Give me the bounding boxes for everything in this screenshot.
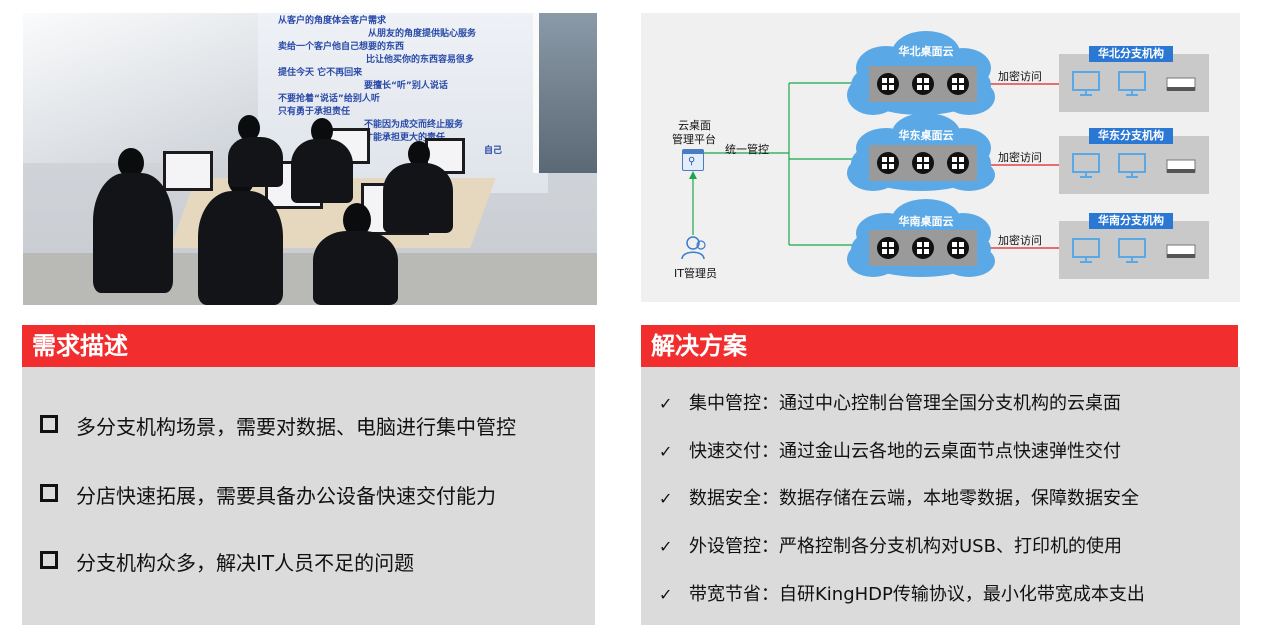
it-admin-label: IT管理员 xyxy=(674,267,717,280)
platform-label-line1: 云桌面 xyxy=(678,119,711,132)
photo-person xyxy=(383,163,453,233)
wall-slogan: 从客户的角度体会客户需求 xyxy=(278,16,387,26)
windows-icon xyxy=(947,237,969,259)
branch-devices xyxy=(1072,153,1196,178)
photo-person xyxy=(291,139,353,203)
needs-header: 需求描述 xyxy=(22,325,595,367)
vm-group-south xyxy=(869,230,977,266)
needs-panel: 多分支机构场景，需要对数据、电脑进行集中管控 分店快速拓展，需要具备办公设备快速… xyxy=(22,367,595,625)
cloud-label-north: 华北桌面云 xyxy=(898,45,954,58)
windows-icon xyxy=(877,73,899,95)
branch-label: 华东分支机构 xyxy=(1089,128,1173,144)
management-platform-icon: ⚲ xyxy=(682,149,704,171)
cloud-label-east: 华东桌面云 xyxy=(898,129,954,142)
solution-item: ✓ 快速交付：通过金山云各地的云桌面节点快速弹性交付 xyxy=(659,437,1121,463)
encrypted-access-label: 加密访问 xyxy=(998,151,1042,164)
photo-person xyxy=(313,231,398,305)
need-item: 分店快速拓展，需要具备办公设备快速交付能力 xyxy=(40,480,496,509)
branch-east: 华东分支机构 xyxy=(1059,128,1209,194)
photo-ceiling xyxy=(23,13,258,163)
solution-item: ✓ 外设管控：严格控制各分支机构对USB、打印机的使用 xyxy=(659,532,1122,558)
branch-devices xyxy=(1072,238,1196,263)
solution-item: ✓ 数据安全：数据存储在云端，本地零数据，保障数据安全 xyxy=(659,484,1139,510)
photo-person xyxy=(198,191,283,305)
windows-icon xyxy=(912,73,934,95)
windows-icon xyxy=(912,152,934,174)
vm-group-north xyxy=(869,66,977,102)
windows-icon xyxy=(912,237,934,259)
wall-slogan: 自己 xyxy=(484,146,503,156)
photo-person-head xyxy=(238,115,260,141)
solution-item-text: 数据安全：数据存储在云端，本地零数据，保障数据安全 xyxy=(689,488,1139,509)
solution-panel: ✓ 集中管控：通过中心控制台管理全国分支机构的云桌面 ✓ 快速交付：通过金山云各地的… xyxy=(641,367,1240,625)
square-bullet-icon xyxy=(40,415,58,433)
need-item: 多分支机构场景，需要对数据、电脑进行集中管控 xyxy=(40,411,516,440)
branch-label: 华北分支机构 xyxy=(1089,46,1173,62)
need-item: 分支机构众多，解决IT人员不足的问题 xyxy=(40,547,414,576)
office-photo: 从客户的角度体会客户需求 从朋友的角度提供贴心服务 卖给一个客户他自己想要的东西… xyxy=(23,13,597,305)
photo-person-head xyxy=(311,118,333,144)
checkmark-icon: ✓ xyxy=(659,537,673,556)
solution-header: 解决方案 xyxy=(641,325,1238,367)
wall-slogan: 不要抢着“说话”给别人听 xyxy=(278,94,380,104)
checkmark-icon: ✓ xyxy=(659,585,673,604)
windows-icon xyxy=(877,237,899,259)
wall-slogan: 只有勇于承担责任 xyxy=(278,107,351,117)
branch-label: 华南分支机构 xyxy=(1089,213,1173,229)
square-bullet-icon xyxy=(40,551,58,569)
solution-item-text: 带宽节省：自研KingHDP传输协议，最小化带宽成本支出 xyxy=(689,584,1145,605)
photo-person-head xyxy=(408,141,430,167)
wall-slogan: 从朋友的角度提供贴心服务 xyxy=(368,29,477,39)
platform-label-line2: 管理平台 xyxy=(672,133,716,146)
wall-slogans: 从客户的角度体会客户需求 从朋友的角度提供贴心服务 卖给一个客户他自己想要的东西… xyxy=(278,15,528,158)
solution-item-text: 快速交付：通过金山云各地的云桌面节点快速弹性交付 xyxy=(689,441,1121,462)
solution-item: ✓ 集中管控：通过中心控制台管理全国分支机构的云桌面 xyxy=(659,389,1121,415)
windows-icon xyxy=(877,152,899,174)
branch-north: 华北分支机构 xyxy=(1059,46,1209,112)
wall-slogan: 提住今天 它不再回来 xyxy=(278,68,363,78)
wall-slogan: 不能因为成交而终止服务 xyxy=(364,120,464,130)
need-item-text: 多分支机构场景，需要对数据、电脑进行集中管控 xyxy=(76,415,516,439)
photo-window xyxy=(533,13,597,173)
architecture-diagram: 华北桌面云 华东桌面云 华南桌面云 加密访问 加密访问 加密访问 华北分支机构 … xyxy=(641,13,1240,302)
it-admin-icon xyxy=(681,236,706,260)
solution-item-text: 外设管控：严格控制各分支机构对USB、打印机的使用 xyxy=(689,536,1122,557)
photo-monitor xyxy=(163,151,213,191)
photo-person xyxy=(93,173,173,293)
wall-slogan: 才能承担更大的责任 xyxy=(364,133,446,143)
encrypted-access-label: 加密访问 xyxy=(998,234,1042,247)
photo-person xyxy=(228,137,283,187)
need-item-text: 分店快速拓展，需要具备办公设备快速交付能力 xyxy=(76,484,496,508)
wall-slogan: 卖给一个客户他自己想要的东西 xyxy=(278,42,405,52)
solution-item-text: 集中管控：通过中心控制台管理全国分支机构的云桌面 xyxy=(689,393,1121,414)
solution-item: ✓ 带宽节省：自研KingHDP传输协议，最小化带宽成本支出 xyxy=(659,580,1145,606)
unified-control-label: 统一管控 xyxy=(725,143,769,156)
windows-icon xyxy=(947,152,969,174)
wall-slogan: 比让他买你的东西容易很多 xyxy=(366,55,475,65)
branch-south: 华南分支机构 xyxy=(1059,213,1209,279)
windows-icon xyxy=(947,73,969,95)
wall-slogan: 要擅长“听”别人说话 xyxy=(364,81,448,91)
branch-devices xyxy=(1072,71,1196,96)
checkmark-icon: ✓ xyxy=(659,442,673,461)
checkmark-icon: ✓ xyxy=(659,489,673,508)
cloud-label-south: 华南桌面云 xyxy=(898,215,954,228)
square-bullet-icon xyxy=(40,484,58,502)
encrypted-access-label: 加密访问 xyxy=(998,70,1042,83)
checkmark-icon: ✓ xyxy=(659,394,673,413)
vm-group-east xyxy=(869,145,977,181)
need-item-text: 分支机构众多，解决IT人员不足的问题 xyxy=(76,551,415,575)
